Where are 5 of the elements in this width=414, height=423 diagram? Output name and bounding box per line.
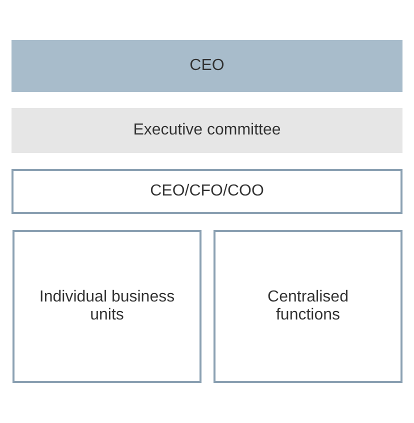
node-box: CEO/CFO/COO (12, 169, 402, 214)
node-box: Centralised functions (214, 230, 402, 383)
node-box: Individual business units (12, 230, 202, 383)
node-box: CEO (12, 40, 402, 92)
node-box: Executive committee (12, 108, 402, 153)
